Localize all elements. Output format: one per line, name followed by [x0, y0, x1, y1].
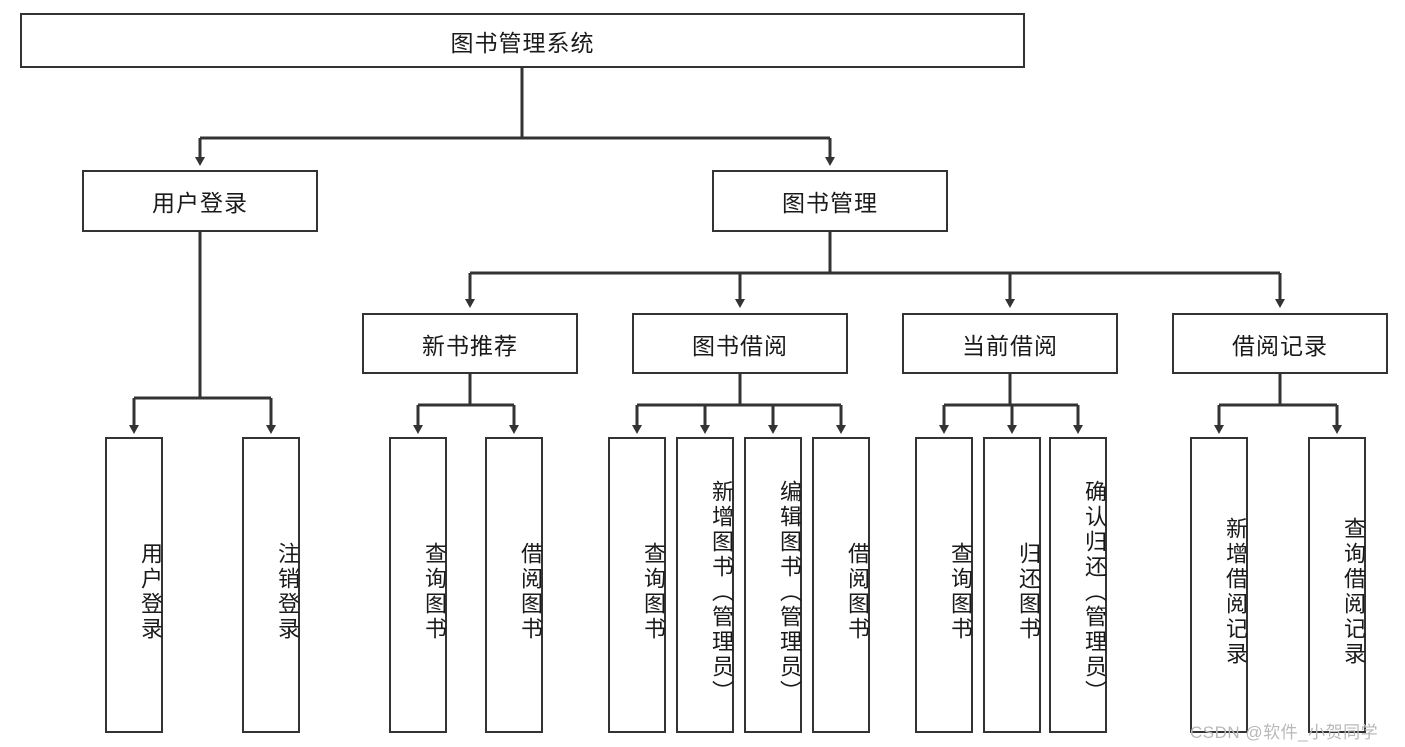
node-borrow-record[interactable]: 借阅记录	[1172, 313, 1388, 374]
node-new-book-recommend[interactable]: 新书推荐	[362, 313, 578, 374]
leaf-label: 查询借阅记录	[1341, 517, 1366, 667]
leaf-label: 注销登录	[275, 542, 300, 642]
leaf-borrow-book-rec[interactable]: 借阅图书	[485, 437, 543, 733]
leaf-label: 编辑图书（管理员）	[777, 479, 802, 705]
leaf-query-book-current[interactable]: 查询图书	[915, 437, 973, 733]
node-root-label: 图书管理系统	[450, 29, 595, 56]
leaf-user-login[interactable]: 用户登录	[105, 437, 163, 733]
node-current-borrow-label: 当前借阅	[962, 332, 1058, 359]
leaf-confirm-return-admin[interactable]: 确认归还（管理员）	[1049, 437, 1107, 733]
leaf-query-book-rec[interactable]: 查询图书	[389, 437, 447, 733]
node-book-management[interactable]: 图书管理	[712, 170, 948, 232]
leaf-borrow-book[interactable]: 借阅图书	[812, 437, 870, 733]
leaf-label: 查询图书	[422, 542, 447, 642]
leaf-query-borrow-record[interactable]: 查询借阅记录	[1308, 437, 1366, 733]
leaf-label: 新增图书（管理员）	[709, 479, 734, 705]
watermark: CSDN @软件_小贺同学	[1190, 723, 1379, 742]
leaf-logout[interactable]: 注销登录	[242, 437, 300, 733]
leaf-label: 借阅图书	[845, 542, 870, 642]
node-root[interactable]: 图书管理系统	[20, 13, 1025, 68]
leaf-label: 新增借阅记录	[1223, 517, 1248, 667]
leaf-edit-book-admin[interactable]: 编辑图书（管理员）	[744, 437, 802, 733]
leaf-label: 借阅图书	[518, 542, 543, 642]
node-user-login-label: 用户登录	[152, 190, 248, 216]
node-current-borrow[interactable]: 当前借阅	[902, 313, 1118, 374]
leaf-label: 归还图书	[1016, 542, 1041, 642]
leaf-add-borrow-record[interactable]: 新增借阅记录	[1190, 437, 1248, 733]
node-borrow-record-label: 借阅记录	[1232, 332, 1328, 359]
node-book-management-label: 图书管理	[782, 190, 878, 216]
node-user-login[interactable]: 用户登录	[82, 170, 318, 232]
leaf-label: 查询图书	[948, 542, 973, 642]
leaf-add-book-admin[interactable]: 新增图书（管理员）	[676, 437, 734, 733]
leaf-label: 确认归还（管理员）	[1082, 479, 1107, 705]
node-book-borrow[interactable]: 图书借阅	[632, 313, 848, 374]
leaf-return-book[interactable]: 归还图书	[983, 437, 1041, 733]
leaf-label: 用户登录	[138, 542, 163, 642]
leaf-query-book-borrow[interactable]: 查询图书	[608, 437, 666, 733]
node-new-book-recommend-label: 新书推荐	[422, 332, 518, 359]
node-book-borrow-label: 图书借阅	[692, 332, 788, 359]
leaf-label: 查询图书	[641, 542, 666, 642]
